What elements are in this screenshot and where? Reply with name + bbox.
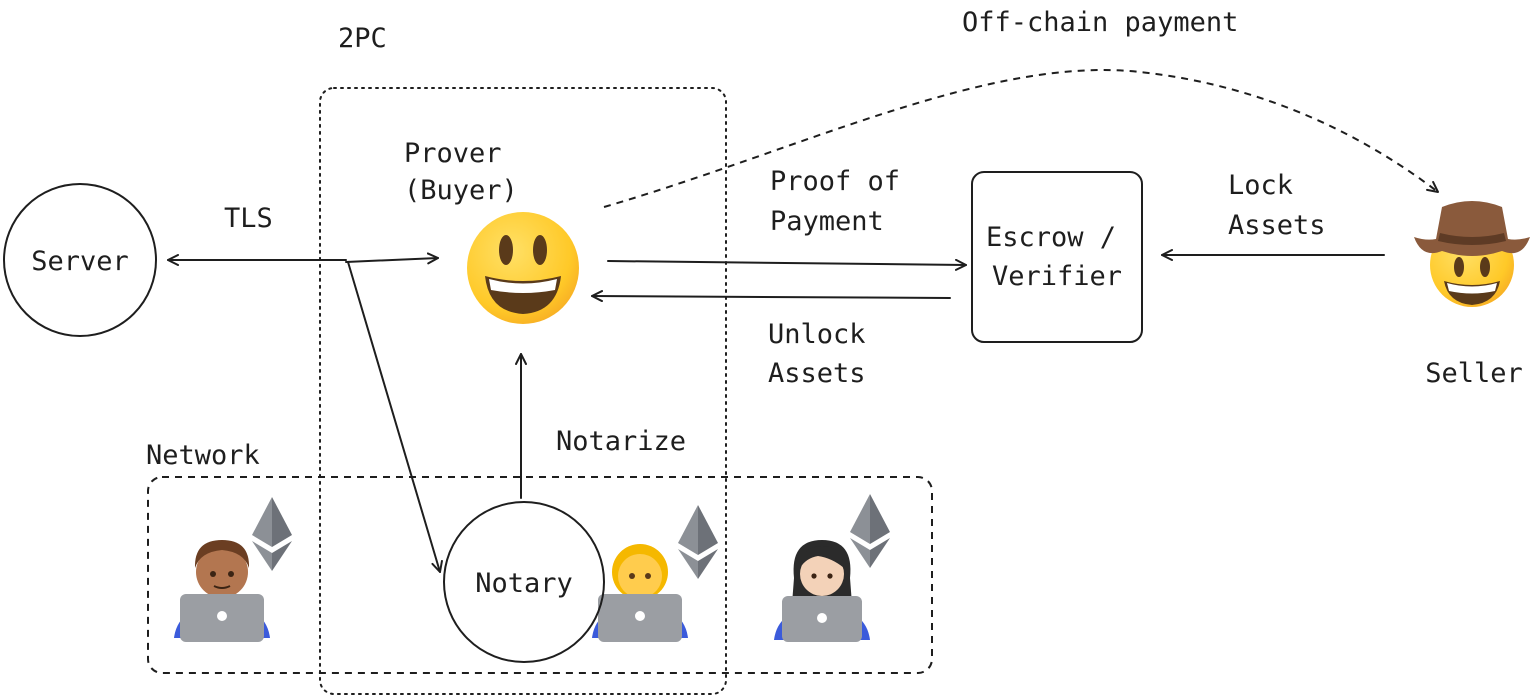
notary-label: Notary bbox=[475, 568, 573, 599]
twopc-box bbox=[319, 87, 727, 695]
tls-label: TLS bbox=[224, 203, 273, 234]
cowboy-face-icon bbox=[1414, 201, 1530, 307]
prover-label-line2: (Buyer) bbox=[404, 175, 518, 206]
ethereum-logo-icon bbox=[678, 505, 718, 579]
offchain-payment-arrow bbox=[603, 68, 1439, 208]
prover-label-line1: Prover bbox=[404, 138, 502, 169]
escrow-verifier-node: Escrow / Verifier bbox=[971, 171, 1143, 343]
proof-label-line2: Payment bbox=[770, 206, 884, 237]
tls-arrow-to-notary bbox=[347, 261, 443, 573]
unlock-label-line2: Assets bbox=[768, 358, 866, 389]
woman-technologist-icon bbox=[592, 544, 688, 642]
twopc-label: 2PC bbox=[338, 23, 387, 54]
notary-node: Notary bbox=[443, 501, 605, 663]
server-node: Server bbox=[3, 183, 157, 337]
man-technologist-icon bbox=[174, 540, 270, 642]
tls-arrow-to-prover bbox=[345, 252, 439, 265]
woman-technologist-icon bbox=[774, 540, 870, 642]
escrow-label-line2: Verifier bbox=[992, 261, 1122, 292]
server-label: Server bbox=[31, 246, 129, 277]
ethereum-logo-icon bbox=[850, 494, 890, 568]
escrow-label-line1: Escrow / bbox=[986, 222, 1116, 253]
unlock-assets-arrow bbox=[591, 290, 951, 303]
ethereum-logo-icon bbox=[252, 497, 292, 571]
network-box bbox=[147, 476, 933, 674]
offchain-label: Off-chain payment bbox=[962, 7, 1238, 38]
unlock-label-line1: Unlock bbox=[768, 319, 866, 350]
network-label: Network bbox=[146, 440, 260, 471]
proof-of-payment-arrow bbox=[607, 258, 967, 271]
seller-label: Seller bbox=[1425, 358, 1523, 389]
grinning-face-icon bbox=[467, 212, 579, 324]
notarize-label: Notarize bbox=[556, 426, 686, 457]
lock-label-line1: Lock bbox=[1228, 170, 1293, 201]
lock-label-line2: Assets bbox=[1228, 210, 1326, 241]
proof-label-line1: Proof of bbox=[770, 166, 900, 197]
